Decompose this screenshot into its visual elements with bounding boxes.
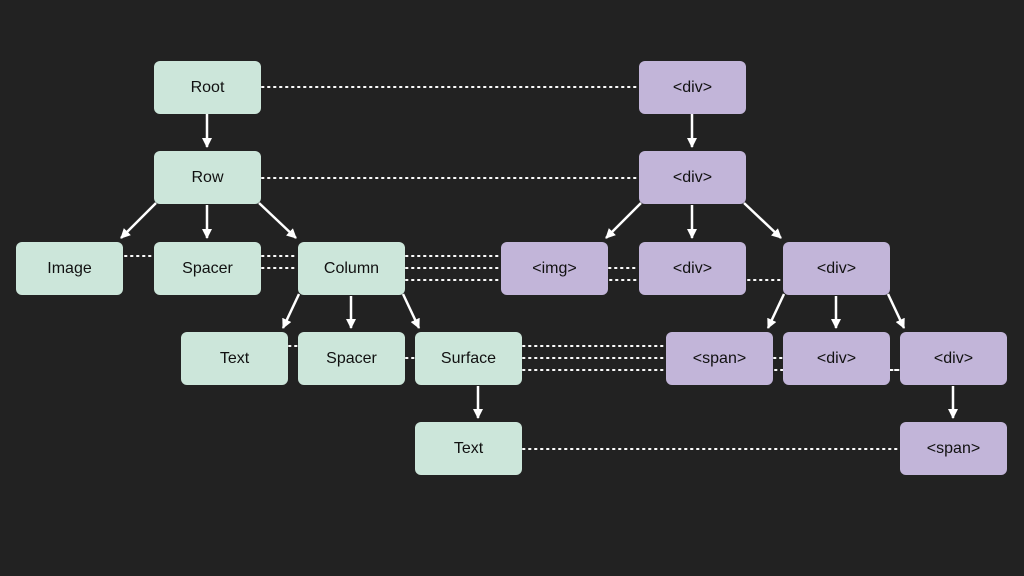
html-node-div-spacer-2: <div> — [783, 332, 890, 385]
html-node-div-root: <div> — [639, 61, 746, 114]
tree-arrow-2 — [120, 202, 157, 239]
html-node-div-column: <div> — [783, 242, 890, 295]
tree-arrow-4 — [258, 202, 297, 239]
html-node-span: <span> — [666, 332, 773, 385]
html-node-div-spacer: <div> — [639, 242, 746, 295]
compose-node-spacer-2: Spacer — [298, 332, 405, 385]
compose-node-surface: Surface — [415, 332, 522, 385]
compose-node-text-2: Text — [415, 422, 522, 475]
tree-arrow-7 — [401, 293, 421, 329]
tree-arrow-13 — [766, 293, 786, 329]
compose-node-row: Row — [154, 151, 261, 204]
html-node-div-row: <div> — [639, 151, 746, 204]
html-node-img: <img> — [501, 242, 608, 295]
compose-node-image: Image — [16, 242, 123, 295]
tree-arrow-5 — [281, 293, 301, 329]
compose-node-column: Column — [298, 242, 405, 295]
compose-node-spacer: Spacer — [154, 242, 261, 295]
compose-node-root: Root — [154, 61, 261, 114]
html-node-span-2: <span> — [900, 422, 1007, 475]
html-node-div-surface: <div> — [900, 332, 1007, 385]
tree-arrow-10 — [605, 202, 642, 239]
compose-node-text: Text — [181, 332, 288, 385]
tree-arrow-15 — [886, 293, 906, 329]
tree-arrow-12 — [743, 202, 782, 239]
